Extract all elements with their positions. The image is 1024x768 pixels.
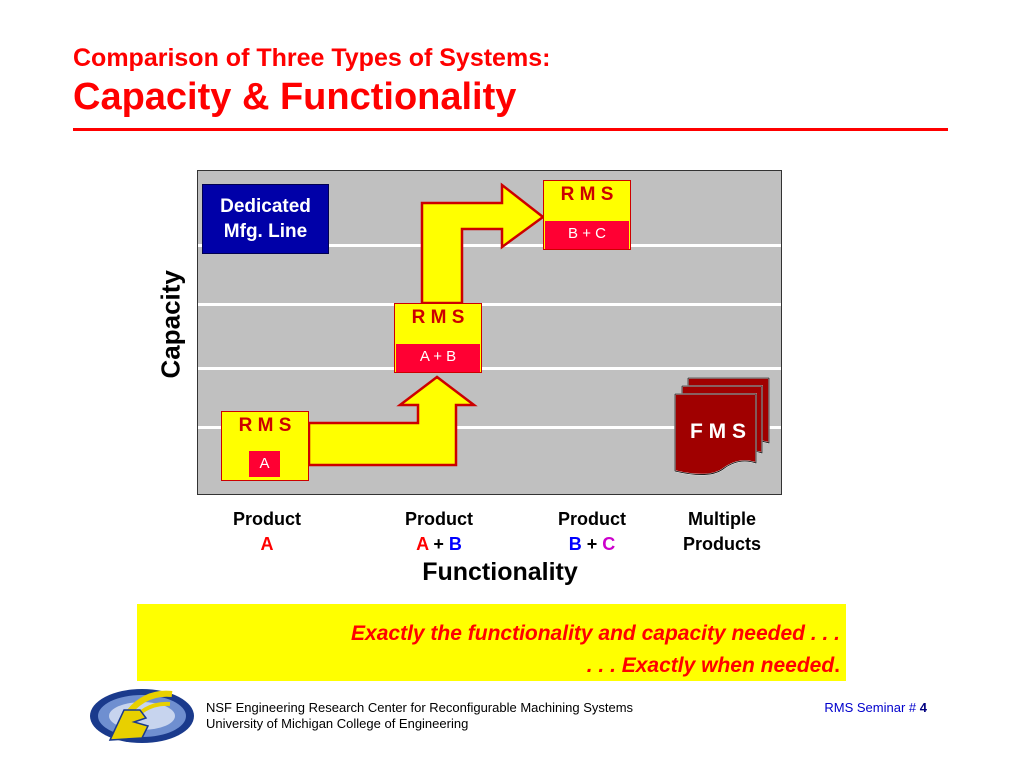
category-line2: A xyxy=(197,532,337,557)
product-letter: B xyxy=(448,534,462,554)
category-line1: Multiple xyxy=(688,509,756,529)
callout-line1: Exactly the functionality and capacity n… xyxy=(351,622,840,645)
dedicated-label-line2: Mfg. Line xyxy=(223,221,308,242)
callout-line2-text: . . . Exactly when needed xyxy=(586,654,835,677)
category-line1: Product xyxy=(404,509,473,529)
category-line1: Product xyxy=(557,509,626,529)
rms-product-label: A + B xyxy=(396,344,480,372)
rms-box-a-b: R M S A + B xyxy=(394,303,482,373)
category-line2: Products xyxy=(682,534,761,554)
seminar-label: RMS Seminar # xyxy=(824,700,920,715)
category-line2: A + B xyxy=(369,532,509,557)
product-letter: A xyxy=(416,534,429,554)
fms-label: F M S xyxy=(690,420,746,443)
category-line1: Product xyxy=(232,509,301,529)
rms-title: R M S xyxy=(238,415,292,436)
title-divider xyxy=(73,128,948,131)
gridline xyxy=(198,244,781,247)
plus-sign: + xyxy=(428,534,449,554)
rms-product-label: B + C xyxy=(545,221,629,249)
category-label-multiple-products: Multiple Products xyxy=(652,507,792,557)
rms-product-label: A xyxy=(249,451,280,477)
plus-sign: + xyxy=(581,534,603,554)
arrow-a-to-ab xyxy=(307,375,478,467)
slide-subtitle: Comparison of Three Types of Systems: xyxy=(73,44,551,72)
erc-rms-logo-icon xyxy=(90,689,194,743)
product-letter: A xyxy=(260,534,274,554)
gridline xyxy=(198,426,781,429)
y-axis-label: Capacity xyxy=(155,270,186,379)
category-label-product-a: Product A xyxy=(197,507,337,557)
callout-line2-period: . xyxy=(834,654,840,677)
category-label-product-b-c: Product B + C xyxy=(522,507,662,557)
gridline xyxy=(198,367,781,370)
footer-seminar-number: RMS Seminar # 4 xyxy=(800,700,927,715)
footer-organization: NSF Engineering Research Center for Reco… xyxy=(206,700,634,715)
dedicated-label-line1: Dedicated xyxy=(220,196,311,217)
product-letter: C xyxy=(602,534,616,554)
footer-university: University of Michigan College of Engine… xyxy=(206,716,469,731)
gridline xyxy=(198,303,781,306)
seminar-number: 4 xyxy=(919,700,927,715)
rms-box-b-c: R M S B + C xyxy=(543,180,631,250)
arrow-ab-to-bc xyxy=(420,182,546,305)
product-letter: B xyxy=(568,534,582,554)
callout-box: Exactly the functionality and capacity n… xyxy=(137,604,846,681)
rms-title: R M S xyxy=(560,184,614,205)
callout-line2: . . . Exactly when needed. xyxy=(137,650,840,682)
rms-box-a: R M S A xyxy=(221,411,309,481)
x-axis-label: Functionality xyxy=(422,558,578,586)
category-line2: B + C xyxy=(522,532,662,557)
category-label-product-a-b: Product A + B xyxy=(369,507,509,557)
dedicated-mfg-line-box: Dedicated Mfg. Line xyxy=(202,184,329,254)
rms-title: R M S xyxy=(411,307,465,328)
fms-document-stack-icon xyxy=(674,377,770,476)
slide-title: Capacity & Functionality xyxy=(73,76,517,118)
